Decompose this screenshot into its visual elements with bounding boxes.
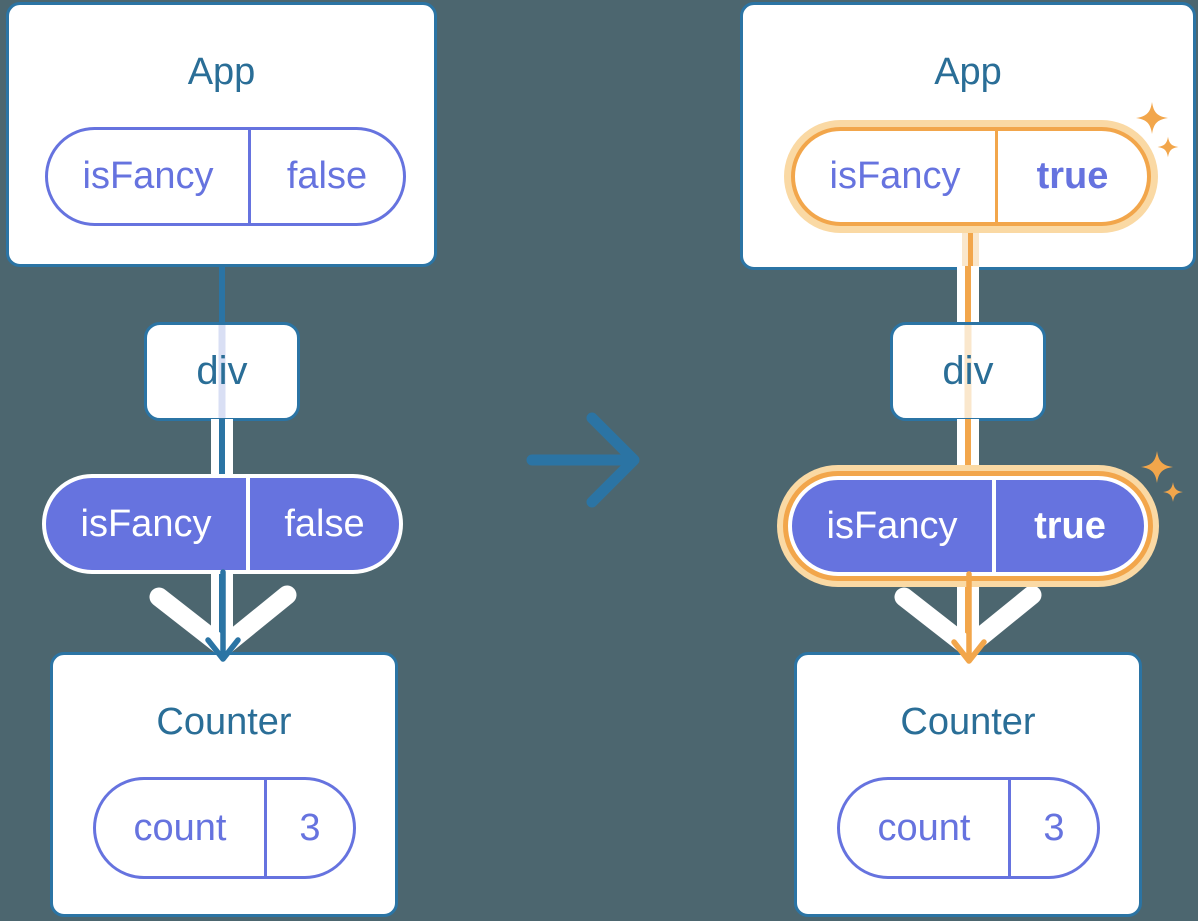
div-box: div xyxy=(144,322,300,421)
counter-title: Counter xyxy=(156,701,292,743)
prop-name: isFancy xyxy=(795,131,998,222)
connector-prop-internal xyxy=(962,226,979,267)
app-title: App xyxy=(934,51,1002,93)
prop-name: isFancy xyxy=(46,478,250,570)
counter-state-pill: count 3 xyxy=(93,777,356,879)
connector-app-div xyxy=(957,266,979,324)
app-prop-pill-highlighted: isFancy true xyxy=(791,127,1151,226)
right-arrow-icon xyxy=(526,412,640,508)
state-value: 3 xyxy=(299,806,321,849)
sparkles-icon xyxy=(1136,102,1179,158)
state-name: count xyxy=(840,780,1011,876)
arrowhead-icon xyxy=(205,569,241,662)
state-name: count xyxy=(96,780,267,876)
prop-name: isFancy xyxy=(48,130,251,223)
prop-value: false xyxy=(284,502,365,545)
prop-value: true xyxy=(1036,155,1109,197)
connector-div-prop xyxy=(957,419,979,479)
app-card: App isFancy false xyxy=(6,2,437,267)
app-card: App isFancy true xyxy=(740,2,1196,270)
connector-app-div xyxy=(219,265,225,324)
div-title: div xyxy=(196,349,248,393)
passed-prop-pill-highlighted: isFancy true xyxy=(788,476,1148,576)
div-title: div xyxy=(942,349,994,393)
counter-state-pill: count 3 xyxy=(837,777,1100,879)
prop-value: true xyxy=(1034,504,1106,547)
app-prop-pill: isFancy false xyxy=(45,127,406,226)
connector-div-prop xyxy=(211,419,233,476)
counter-card: Counter count 3 xyxy=(50,652,398,917)
app-title: App xyxy=(187,51,256,93)
prop-trace-line xyxy=(218,325,226,418)
sparkles-icon xyxy=(1141,451,1183,502)
prop-name: isFancy xyxy=(792,480,996,572)
prop-trace-line xyxy=(964,325,972,418)
counter-title: Counter xyxy=(900,701,1036,743)
prop-value: false xyxy=(286,155,368,197)
div-box: div xyxy=(890,322,1046,421)
passed-prop-pill: isFancy false xyxy=(42,474,403,574)
state-value: 3 xyxy=(1043,806,1065,849)
counter-card: Counter count 3 xyxy=(794,652,1142,917)
arrowhead-icon xyxy=(951,571,987,664)
